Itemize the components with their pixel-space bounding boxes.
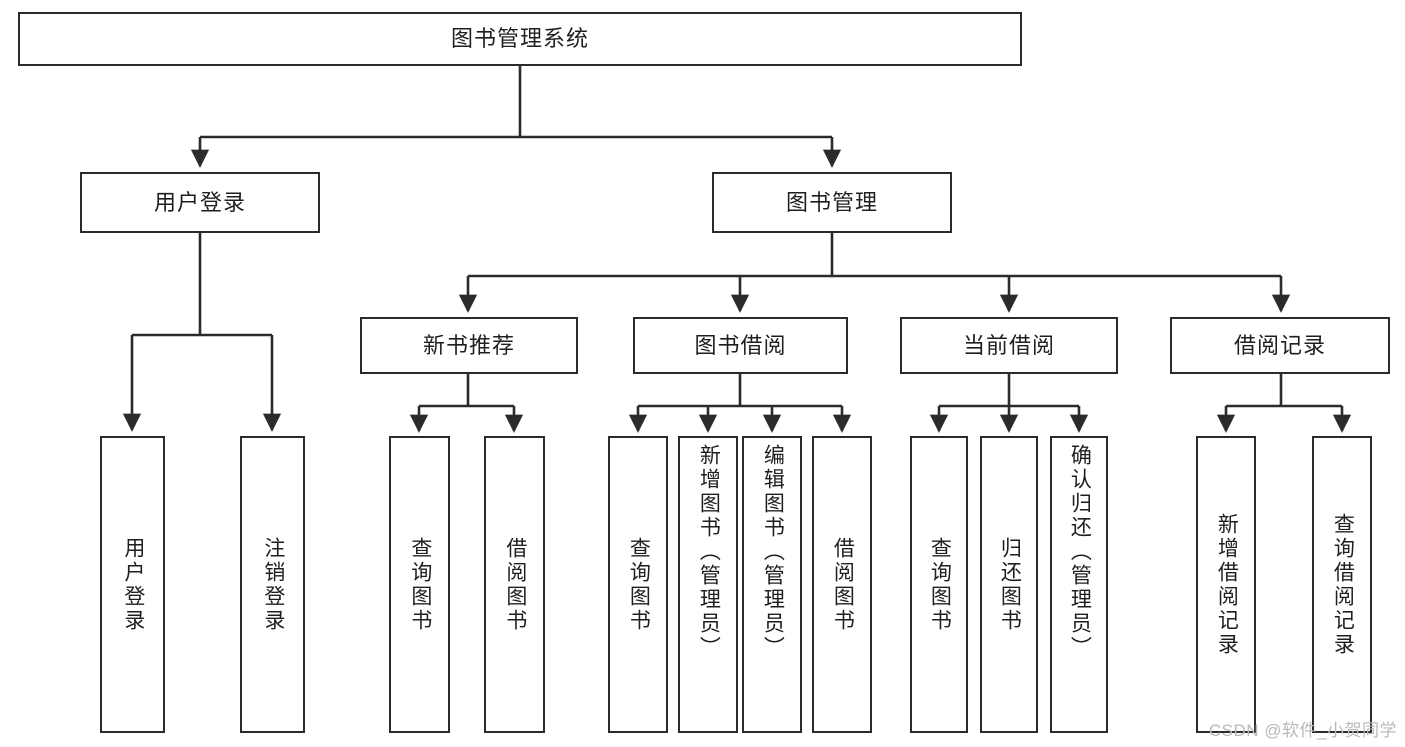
node-current-borrow[interactable]: 当前借阅 [900, 317, 1118, 374]
node-label: 归还图书 [998, 536, 1022, 633]
leaf-confirm-return-admin[interactable]: 确认归还（管理员） [1050, 436, 1108, 733]
leaf-user-logout[interactable]: 注销登录 [240, 436, 305, 733]
node-book-management[interactable]: 图书管理 [712, 172, 952, 233]
node-label: 新增借阅记录 [1215, 512, 1239, 657]
node-label: 查询借阅记录 [1331, 512, 1355, 657]
node-borrow-records[interactable]: 借阅记录 [1170, 317, 1390, 374]
leaf-query-borrow-record[interactable]: 查询借阅记录 [1312, 436, 1372, 733]
node-label: 确认归还（管理员） [1068, 444, 1092, 660]
node-label: 借阅图书 [831, 536, 855, 633]
node-label: 借阅记录 [1233, 332, 1326, 358]
node-label: 编辑图书（管理员） [761, 444, 785, 660]
node-label: 图书借阅 [694, 332, 787, 358]
leaf-query-books[interactable]: 查询图书 [608, 436, 668, 733]
node-new-book-recommend[interactable]: 新书推荐 [360, 317, 578, 374]
leaf-return-books[interactable]: 归还图书 [980, 436, 1038, 733]
node-label: 新增图书（管理员） [697, 444, 721, 660]
node-label: 用户登录 [153, 189, 246, 215]
node-root-system[interactable]: 图书管理系统 [18, 12, 1022, 66]
node-label: 注销登录 [261, 536, 285, 633]
leaf-user-login[interactable]: 用户登录 [100, 436, 165, 733]
node-label: 借阅图书 [503, 536, 527, 633]
node-label: 查询图书 [928, 536, 952, 633]
node-user-login[interactable]: 用户登录 [80, 172, 320, 233]
leaf-query-books-recommend[interactable]: 查询图书 [389, 436, 450, 733]
leaf-borrow-books[interactable]: 借阅图书 [812, 436, 872, 733]
leaf-add-book-admin[interactable]: 新增图书（管理员） [678, 436, 738, 733]
node-label: 图书管理 [785, 189, 878, 215]
node-label: 图书管理系统 [450, 26, 589, 52]
leaf-borrow-books-recommend[interactable]: 借阅图书 [484, 436, 545, 733]
node-label: 用户登录 [121, 536, 145, 633]
node-label: 新书推荐 [422, 332, 515, 358]
node-label: 查询图书 [408, 536, 432, 633]
leaf-query-books-current[interactable]: 查询图书 [910, 436, 968, 733]
leaf-add-borrow-record[interactable]: 新增借阅记录 [1196, 436, 1256, 733]
leaf-edit-book-admin[interactable]: 编辑图书（管理员） [742, 436, 802, 733]
node-book-borrow[interactable]: 图书借阅 [633, 317, 848, 374]
node-label: 查询图书 [627, 536, 651, 633]
node-label: 当前借阅 [962, 332, 1055, 358]
